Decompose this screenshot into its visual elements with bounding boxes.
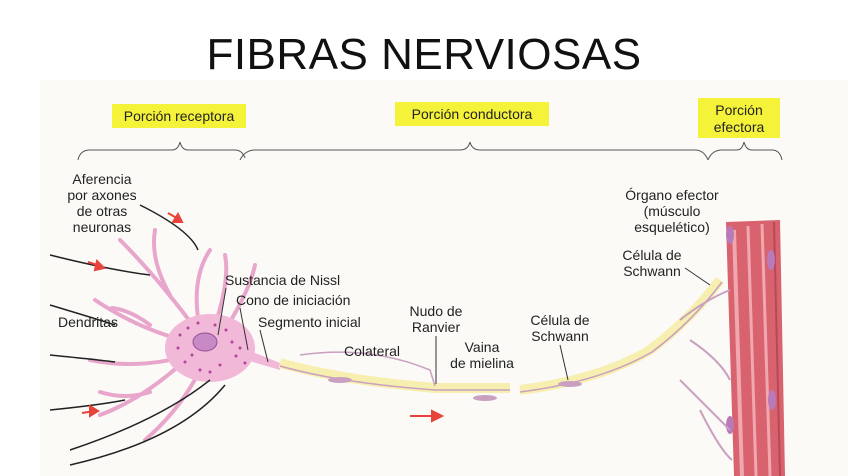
label-schwann-right-1: Célula de [622,247,681,263]
label-segmento: Segmento inicial [258,314,361,330]
label-aferencia-3: de otras [77,203,128,219]
axon-hillock [246,350,280,370]
brace-efectora [707,141,783,161]
label-vaina-1: Vaina [465,339,500,355]
leader-schwann-right [684,267,711,286]
nissl-dots [176,321,247,374]
signal-arrows [81,211,445,423]
section-efectora-line1: Porción [715,102,762,118]
diagram-svg: Porción receptora Porción conductora Por… [40,80,848,476]
label-dendritas: Dendritas [58,314,118,330]
label-nudo-1: Nudo de [410,303,463,319]
terminal-branches [679,289,733,461]
section-conductora: Porción conductora [412,106,533,122]
leader-lines-left [217,287,269,363]
label-schwann-right-2: Schwann [623,263,681,279]
section-braces [77,141,783,161]
label-aferencia-2: por axones [67,187,136,203]
axon-core-1 [279,365,510,391]
label-schwann-mid-1: Célula de [530,312,589,328]
section-receptora: Porción receptora [124,108,235,124]
nucleus [192,332,218,352]
brace-receptora [77,141,246,161]
label-vaina-2: de mielina [450,355,514,371]
afferent-axons [49,204,226,466]
label-aferencia-1: Aferencia [72,171,131,187]
schwann-nucleus-3 [558,381,582,387]
section-efectora-line2: efectora [714,119,765,135]
label-schwann-mid-2: Schwann [531,328,589,344]
label-aferencia-4: neuronas [73,219,131,235]
label-colateral: Colateral [344,343,400,359]
schwann-nucleus-2 [473,395,497,401]
nerve-fiber-diagram: Porción receptora Porción conductora Por… [40,80,848,476]
leader-schwann-mid [559,344,569,381]
efectora-highlight [698,98,780,138]
collateral-branch [299,351,436,387]
page-title: FIBRAS NERVIOSAS [206,30,642,79]
brace-conductora [239,141,709,161]
muscle-fiber [726,220,785,476]
label-organo-1: Órgano efector [625,187,719,203]
label-cono: Cono de iniciación [236,292,350,308]
receptora-highlight [112,104,246,128]
label-nissl: Sustancia de Nissl [225,272,340,288]
label-nudo-2: Ranvier [412,319,461,335]
myelin-segment-1 [278,358,510,393]
schwann-nucleus-1 [328,377,352,383]
conductora-highlight [395,102,549,126]
label-organo-3: esquelético) [634,219,710,235]
label-organo-2: (músculo [644,203,701,219]
